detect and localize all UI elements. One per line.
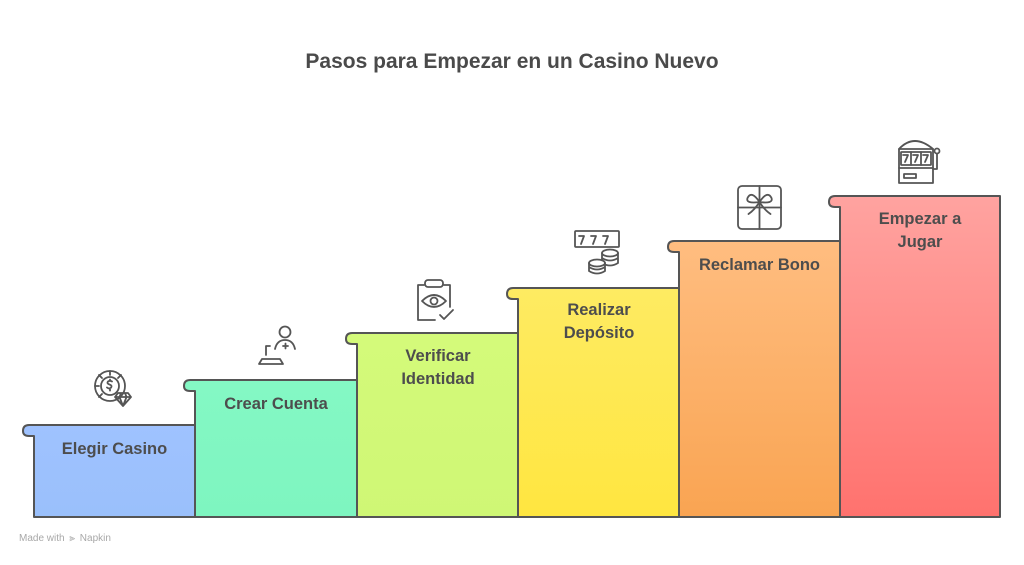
step-3-block [345, 332, 519, 518]
step-4-label: Realizar Depósito [563, 301, 635, 342]
gift-box-icon [737, 185, 782, 230]
step-2-block [183, 379, 358, 518]
step-5-block [667, 240, 841, 518]
casino-chip-diamond-icon [94, 370, 132, 407]
step-5-label: Reclamar Bono [698, 256, 821, 274]
clipboard-eye-check-icon [417, 279, 454, 321]
step-3-label: Verificar Identidad [401, 347, 475, 388]
step-1-label: Elegir Casino [61, 440, 168, 458]
step-2-label: Crear Cuenta [224, 395, 328, 413]
napkin-logo-icon: ⫸ [69, 533, 75, 544]
slot-machine-icon [898, 140, 941, 184]
step-6-block [828, 195, 1001, 518]
diagram-title: Pasos para Empezar en un Casino Nuevo [305, 50, 719, 73]
footer-brand: Napkin [79, 533, 111, 544]
slot-coins-icon [574, 230, 620, 275]
step-6-label: Empezar a Jugar [878, 210, 962, 251]
step-1-block [22, 424, 196, 518]
made-with-napkin-footer[interactable]: Made with ⫸ Napkin [19, 533, 111, 544]
user-add-laptop-icon [258, 325, 296, 365]
footer-prefix: Made with [19, 533, 65, 544]
step-4-block [506, 287, 680, 518]
